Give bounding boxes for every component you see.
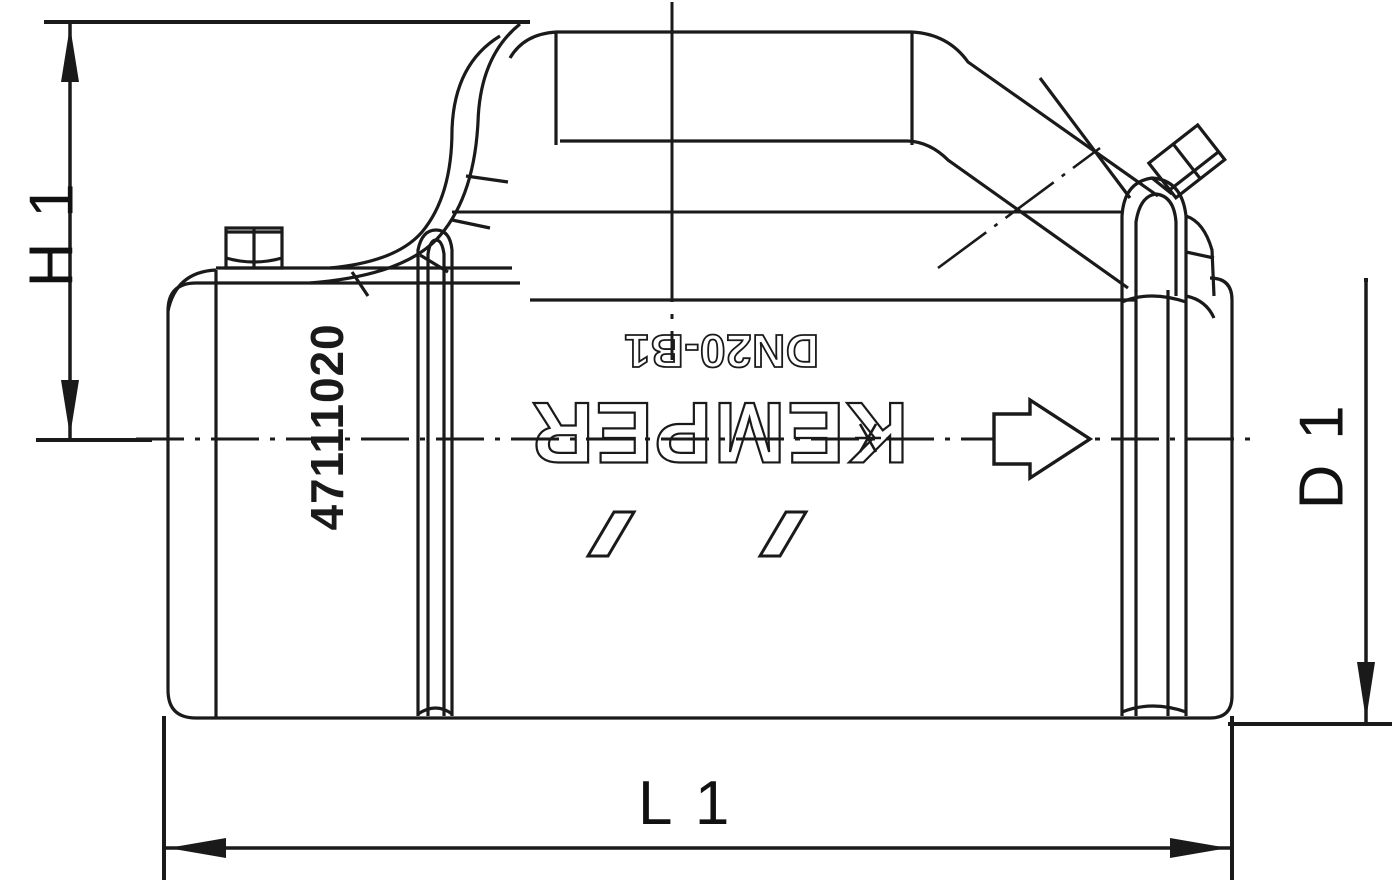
- d1-arrowhead-down: [1357, 662, 1375, 720]
- right-flange-top-contour: [1121, 294, 1187, 304]
- spindle-dome-inner: [426, 238, 446, 300]
- h1-dimension-label: H 1: [17, 179, 87, 288]
- d1-dimension-label: D 1: [1287, 401, 1357, 510]
- right-bonnet-neck-joint: [1151, 176, 1173, 196]
- left-elbow-assembly: [309, 22, 522, 297]
- right-head-assembly: [1120, 176, 1216, 716]
- left-hex-plug: [224, 226, 284, 270]
- diagonal-segment-line-1: [1038, 77, 1132, 199]
- diagonal-arm-inner: [907, 139, 1129, 290]
- logo-slash-right: [757, 510, 809, 558]
- elbow-inner-curve: [329, 34, 501, 270]
- article-number-marking: 47111020: [301, 323, 353, 531]
- right-head-shoulder-arc: [1185, 294, 1216, 319]
- spindle-dome-outer: [416, 228, 454, 300]
- body-outer-profile: [166, 276, 1234, 720]
- right-hex-plug: [1146, 122, 1228, 201]
- type-designation-marking: DN20-B1: [623, 324, 820, 378]
- flow-arrow-group: [992, 396, 1094, 482]
- h1-dimension-group: [36, 20, 530, 442]
- brand-marking: KEMPER: [529, 383, 909, 481]
- logo-slash-left: [585, 510, 637, 558]
- right-head-side-arc: [1185, 214, 1216, 297]
- right-head-step-line: [1185, 250, 1215, 260]
- kemper-asterisk: [855, 423, 881, 453]
- left-spindle-detail: [416, 228, 454, 716]
- body-left-cap-arc: [166, 268, 217, 312]
- elbow-outer-curve: [309, 22, 522, 285]
- l1-arrowhead-left: [168, 838, 226, 858]
- l1-dimension-group: [162, 716, 1234, 880]
- d1-dimension-group: [1228, 278, 1392, 726]
- elbow-segment-line-2: [451, 218, 491, 230]
- l1-dimension-label: L 1: [638, 769, 734, 838]
- diagonal-arm-centerline: [937, 146, 1101, 270]
- l1-arrowhead-right: [1170, 838, 1228, 858]
- right-flange-bottom-contour: [1121, 704, 1187, 714]
- h1-arrowhead-up: [61, 26, 79, 82]
- bypass-left-corner: [508, 30, 557, 59]
- h1-arrowhead-down: [61, 380, 79, 436]
- diagonal-arm-outer: [911, 30, 1159, 198]
- bypass-pipe: [508, 30, 1136, 302]
- flow-direction-arrow-right: [992, 396, 1094, 482]
- right-hex-nut-face-split: [1171, 143, 1202, 180]
- right-bonnet-inner-arc: [1134, 192, 1178, 296]
- elbow-segment-line-1: [465, 174, 509, 184]
- right-diagonal-arm: [907, 30, 1159, 290]
- left-hex-nut-chamfer: [225, 256, 283, 264]
- right-hex-nut-chamfer: [1168, 150, 1220, 192]
- elbow-segment-line-4: [350, 271, 370, 297]
- kemper-logo-accent-marks: [585, 510, 809, 558]
- spindle-bottom-contour: [417, 706, 453, 716]
